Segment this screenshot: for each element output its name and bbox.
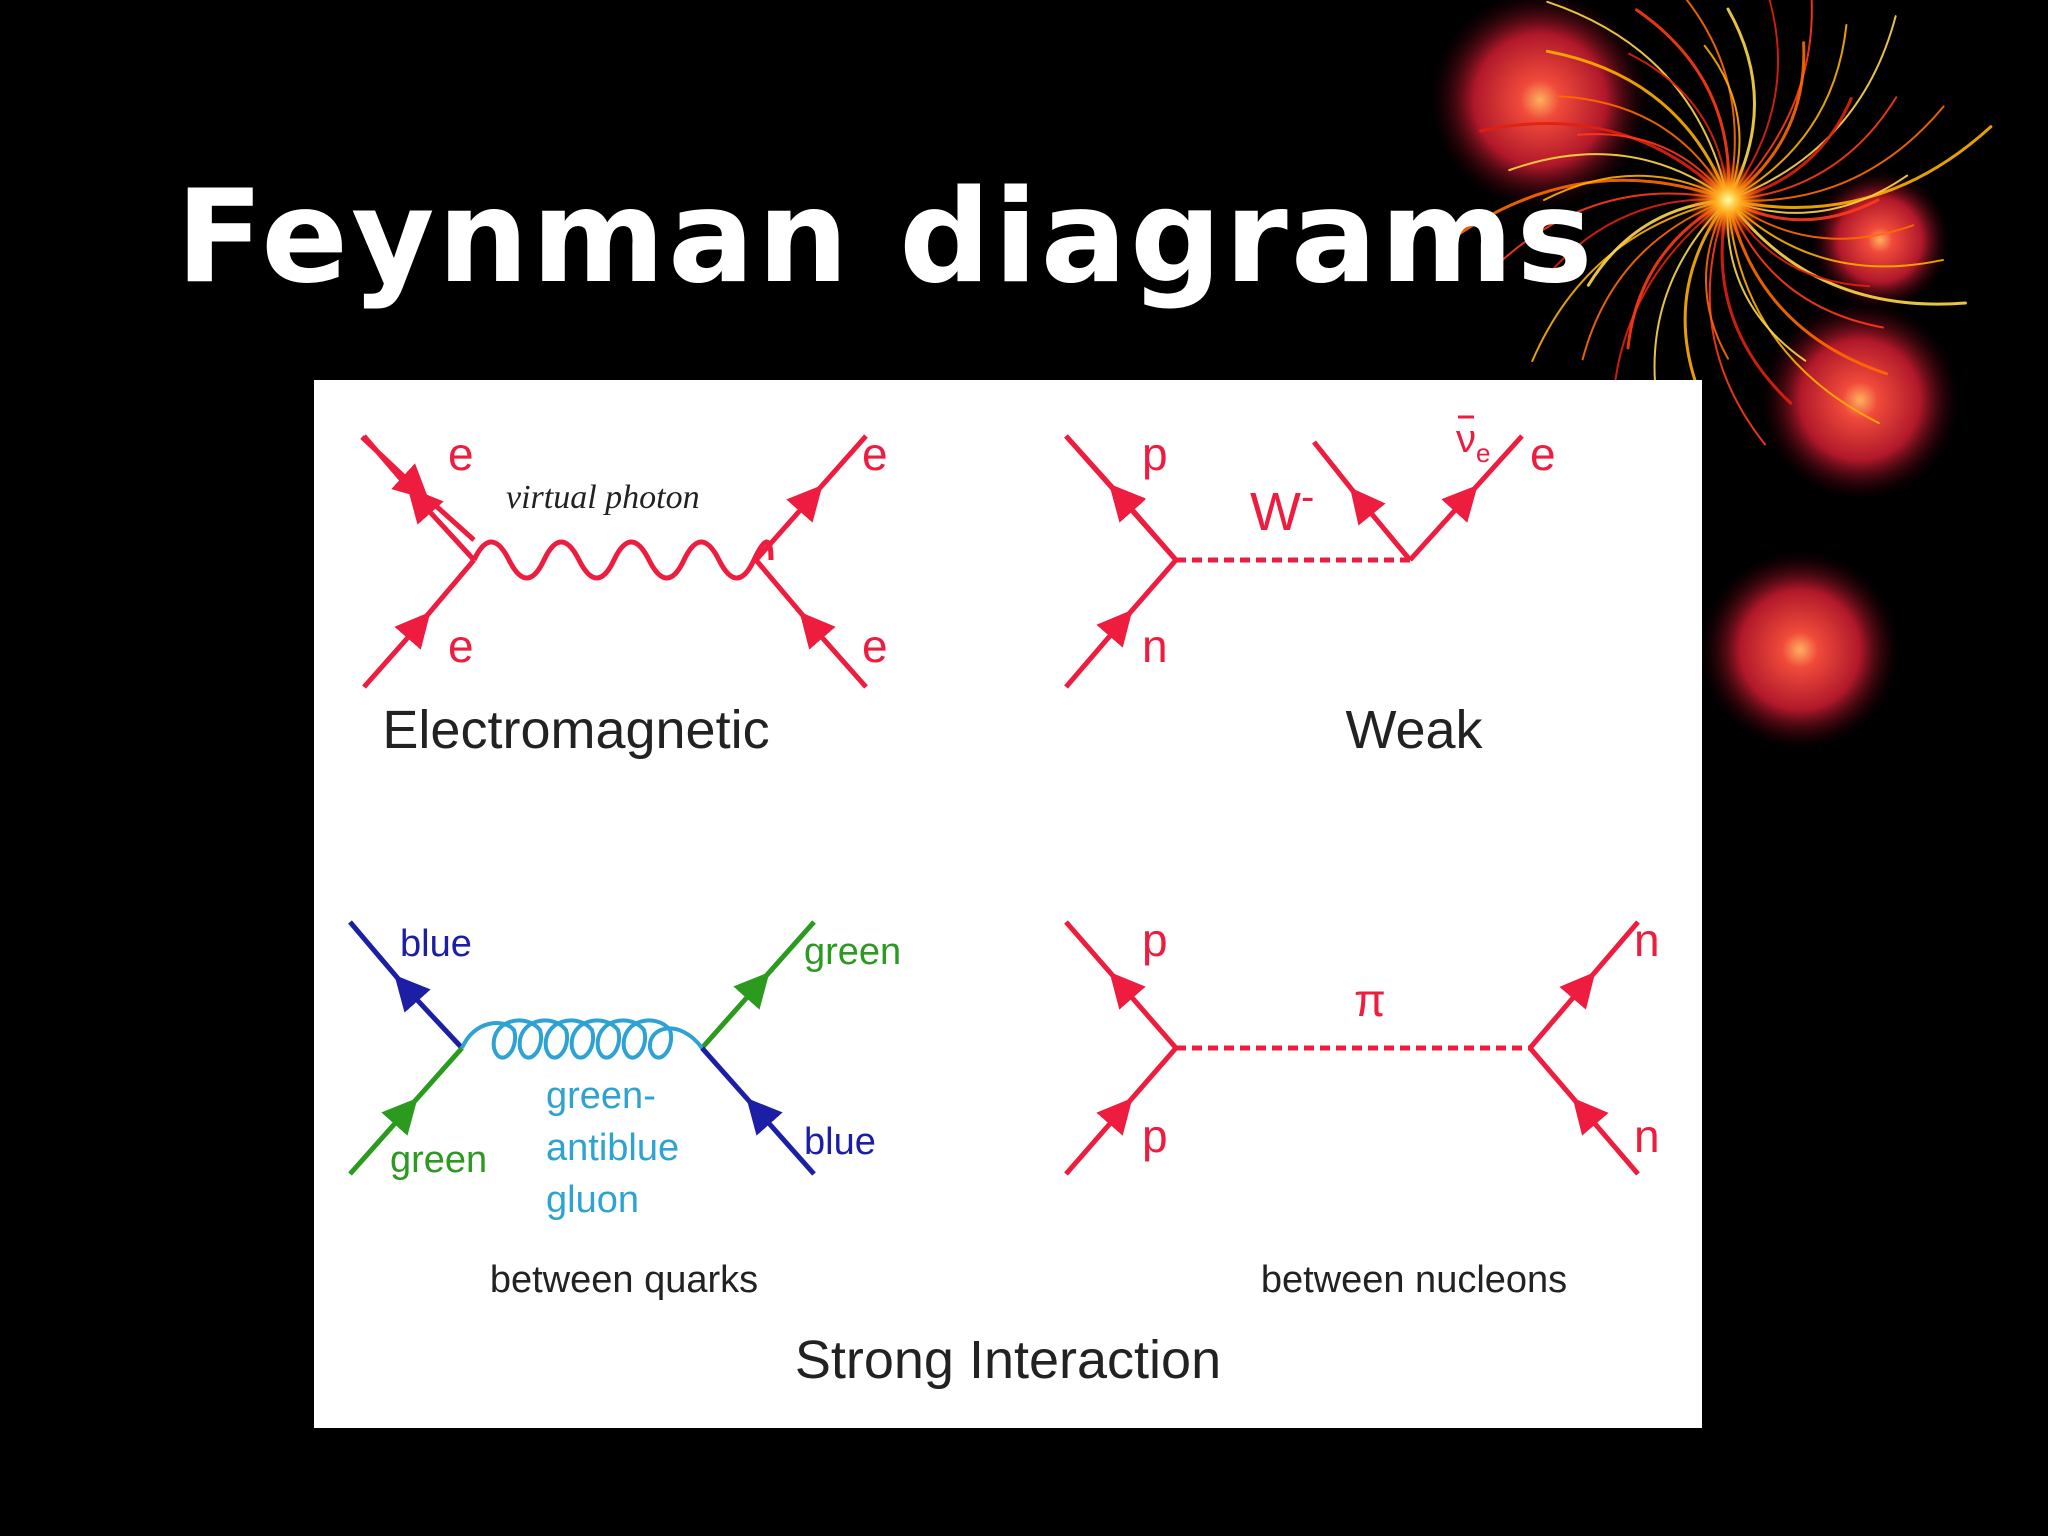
firework-ray-icon [1581, 199, 1729, 361]
firework-ray-icon [1726, 97, 1853, 202]
quark-diagram [348, 920, 816, 1176]
weak-label-w: W- [1250, 475, 1314, 542]
nucleon-label-n-top: n [1634, 914, 1660, 966]
weak-label-n: n [1142, 620, 1168, 672]
firework-orb-icon [1700, 550, 1900, 750]
firework-ray-icon [1727, 199, 1915, 240]
em-label-e-top-left: e [448, 428, 474, 480]
firework-ray-icon [1628, 52, 1729, 201]
weak-nucleon-lines [1064, 434, 1178, 689]
em-electron-top-left [362, 434, 476, 562]
firework-ray-icon [1727, 199, 1944, 268]
gluon-label-line1: green- [546, 1075, 656, 1117]
firework-ray-icon [1720, 198, 1793, 405]
quark-label-green-bottom: green [390, 1139, 487, 1181]
weak-proton-in-line [1064, 434, 1178, 562]
firework-ray-icon [1576, 133, 1729, 201]
firework-ray-icon [1727, 105, 1945, 202]
strong-interaction-caption: Strong Interaction [795, 1330, 1221, 1390]
em-electron-bottom-right [754, 558, 868, 689]
em-lines [362, 434, 868, 689]
em-label-e-top-right: e [862, 428, 888, 480]
firework-ray-icon [1586, 198, 1730, 287]
quark-caption: between quarks [490, 1259, 758, 1301]
em-label-e-bottom-right: e [862, 620, 888, 672]
firework-ray-icon [1626, 198, 1730, 350]
firework-ray-icon [1727, 199, 1880, 424]
firework-ray-icon [1727, 15, 1897, 201]
firework-orb-icon [1760, 300, 1960, 500]
gluon-curly-line [460, 1018, 704, 1060]
weak-label-e: e [1530, 428, 1556, 480]
nucleon-label-p-bottom: p [1142, 1110, 1168, 1162]
quark-label-green-top: green [804, 931, 901, 973]
firework-ray-icon [1727, 96, 1898, 201]
firework-ray-icon [1703, 44, 1741, 201]
weak-caption: Weak [1345, 700, 1483, 760]
weak-nu-symbol: ν [1456, 417, 1476, 461]
firework-ray-icon [1727, 174, 1909, 214]
firework-ray-icon [1727, 199, 1871, 288]
em-caption: Electromagnetic [382, 700, 769, 760]
quark-label-blue-top: blue [400, 923, 472, 965]
slide-title: Feynman diagrams [176, 163, 1596, 312]
quark-green-top-right [700, 920, 816, 1050]
firework-ray-icon [1727, 199, 1884, 329]
gluon-label-line3: gluon [546, 1179, 639, 1221]
firework-ray-icon [1635, 8, 1731, 202]
firework-ray-icon [1726, 198, 1880, 222]
firework-ray-icon [1683, 198, 1730, 394]
firework-ray-icon [1726, 198, 1967, 306]
firework-ray-icon [1726, 41, 1806, 202]
nucleon-label-p-top: p [1142, 914, 1168, 966]
nucleon-n-bottom-line [1528, 1046, 1640, 1176]
firework-orb-icon [1810, 170, 1950, 310]
quark-blue-top-left [348, 920, 464, 1050]
firework-ray-icon [1726, 7, 1756, 202]
firework-ray-icon [1726, 125, 1993, 209]
firework-ray-icon [1727, 0, 1813, 201]
nucleon-diagram [1064, 920, 1640, 1176]
weak-w-symbol: W [1250, 482, 1301, 542]
gluon-label-line2: antiblue [546, 1127, 679, 1169]
feynman-diagram-panel: e e e e virtual photon Electromagnetic p [314, 380, 1702, 1428]
firework-ray-icon [1704, 199, 1729, 360]
nucleon-label-n-bottom: n [1634, 1110, 1660, 1162]
weak-nu-subscript: e [1476, 438, 1490, 468]
em-electron-in-top-line [364, 380, 682, 560]
weak-antineutrino-line [1312, 440, 1412, 562]
feynman-diagrams-figure: e e e e virtual photon Electromagnetic p [348, 380, 1660, 1390]
weak-neutron-in-line [1064, 558, 1178, 689]
nucleon-caption: between nucleons [1261, 1259, 1567, 1301]
em-virtual-photon-line [471, 539, 774, 581]
firework-ray-icon [1727, 0, 1780, 201]
pion-label: π [1354, 974, 1386, 1026]
weak-label-antineutrino: νe [1456, 417, 1490, 468]
firework-ray-icon [1727, 23, 1848, 201]
quark-green-bottom-left [348, 1046, 464, 1176]
em-electron-bottom-left [362, 558, 476, 689]
nucleon-p-top-line [1064, 920, 1178, 1050]
weak-diagram [1064, 434, 1524, 563]
em-electron-top-right [754, 434, 868, 562]
quark-blue-bottom-right [700, 1046, 816, 1176]
em-virtual-photon-label: virtual photon [506, 479, 700, 516]
em-label-e-bottom-left: e [448, 620, 474, 672]
nucleon-p-bottom-line [1064, 1046, 1178, 1176]
weak-electron-line [1408, 434, 1524, 562]
nucleon-n-top-line [1528, 920, 1640, 1050]
weak-label-p: p [1142, 428, 1168, 480]
firework-ray-icon [1726, 198, 1888, 376]
firework-ray-icon [1685, 0, 1736, 201]
firework-ray-icon [1726, 199, 1807, 362]
firework-ray-icon [1708, 199, 1766, 446]
electromagnetic-diagram [360, 380, 682, 560]
quark-label-blue-bottom: blue [804, 1121, 876, 1163]
weak-w-charge: - [1301, 475, 1314, 519]
